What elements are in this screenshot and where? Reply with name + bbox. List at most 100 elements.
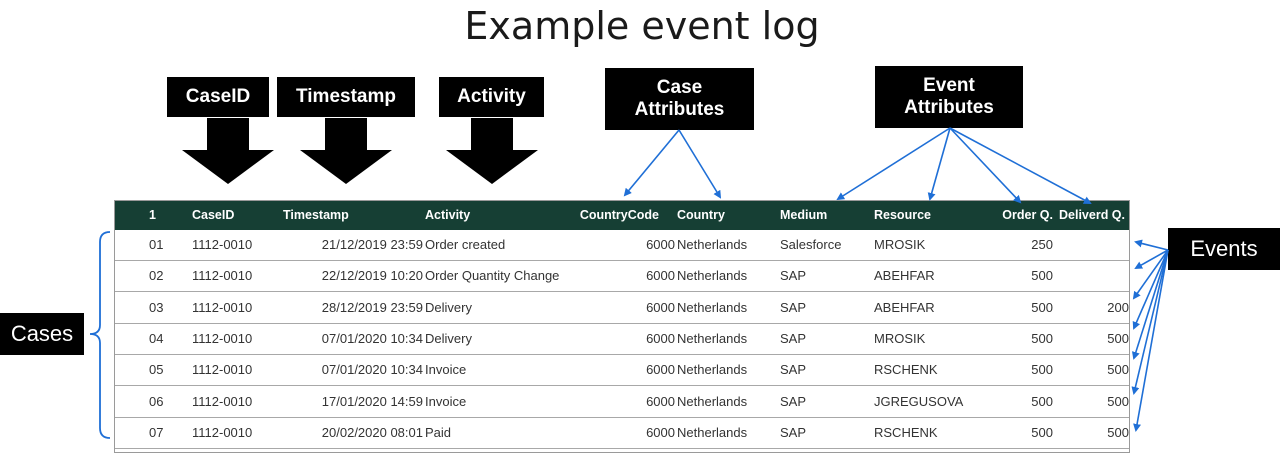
cell-order-qty: 500 xyxy=(1031,268,1053,284)
cell-countrycode: 6000 xyxy=(646,237,675,252)
header-delivered-qty: Deliverd Q. xyxy=(1059,208,1125,222)
cell-resource: MROSIK xyxy=(874,330,926,346)
cell-resource: JGREGUSOVA xyxy=(874,393,964,409)
cell-index: 07 xyxy=(149,424,164,440)
cell-country: Netherlands xyxy=(677,237,748,252)
event-attr-arrow-orderq xyxy=(949,127,1022,204)
cell-caseid: 1112-0010 xyxy=(192,299,253,315)
cell-index: 04 xyxy=(149,330,164,346)
cell-delivered-qty: 500 xyxy=(1107,424,1129,440)
cell-activity: Order created xyxy=(425,237,506,252)
cell-caseid: 1112-0010 xyxy=(192,393,253,409)
cell-timestamp: 28/12/2019 23:59 xyxy=(321,299,423,315)
header-timestamp: Timestamp xyxy=(283,208,349,222)
header-resource: Resource xyxy=(874,208,931,222)
cell-activity: Delivery xyxy=(425,299,472,315)
cell-order-qty: 500 xyxy=(1031,299,1053,315)
cell-order-qty: 500 xyxy=(1031,424,1053,440)
cell-medium: SAP xyxy=(780,299,807,315)
case-attributes-label: Case Attributes xyxy=(605,68,754,130)
cell-resource: RSCHENK xyxy=(874,424,938,440)
header-order-qty: Order Q. xyxy=(1002,208,1053,222)
cell-medium: SAP xyxy=(780,393,807,409)
cell-resource: RSCHENK xyxy=(874,362,938,378)
cell-country: Netherlands xyxy=(677,424,748,440)
cell-activity: Paid xyxy=(425,424,452,440)
table-header-row: 1 CaseID Timestamp Activity CountryCode … xyxy=(115,201,1129,230)
case-attr-arrow-country xyxy=(678,129,722,199)
cell-index: 06 xyxy=(149,393,164,409)
caseid-label: CaseID xyxy=(167,77,269,117)
cell-countrycode: 6000 xyxy=(646,393,675,409)
cell-delivered-qty: 200 xyxy=(1107,299,1129,315)
cases-bracket xyxy=(89,231,111,439)
cell-medium: SAP xyxy=(780,424,807,440)
header-country: Country xyxy=(677,208,725,222)
cell-delivered-qty: 500 xyxy=(1107,362,1129,378)
cell-activity: Order Quantity Change xyxy=(425,268,560,284)
cell-activity: Invoice xyxy=(425,393,467,409)
events-label: Events xyxy=(1168,228,1280,270)
cell-country: Netherlands xyxy=(677,362,748,378)
cell-index: 02 xyxy=(149,268,164,284)
cell-timestamp: 17/01/2020 14:59 xyxy=(321,393,423,409)
event-log-table: 1 CaseID Timestamp Activity CountryCode … xyxy=(114,200,1130,453)
cell-medium: SAP xyxy=(780,268,807,284)
cell-country: Netherlands xyxy=(677,299,748,315)
cell-medium: SAP xyxy=(780,330,807,346)
cell-country: Netherlands xyxy=(677,268,748,284)
cell-medium: SAP xyxy=(780,362,807,378)
cell-countrycode: 6000 xyxy=(646,424,675,440)
header-caseid: CaseID xyxy=(192,208,235,222)
cell-timestamp: 07/01/2020 10:34 xyxy=(321,362,423,378)
cell-delivered-qty: 500 xyxy=(1107,330,1129,346)
cell-timestamp: 22/12/2019 10:20 xyxy=(321,268,423,284)
cell-caseid: 1112-0010 xyxy=(192,268,253,284)
header-activity: Activity xyxy=(425,208,471,222)
cell-order-qty: 500 xyxy=(1031,362,1053,378)
diagram-title: Example event log xyxy=(464,4,820,48)
cell-index: 05 xyxy=(149,362,164,378)
header-countrycode: CountryCode xyxy=(579,208,659,222)
cases-label: Cases xyxy=(0,313,84,355)
cell-countrycode: 6000 xyxy=(646,299,675,315)
event-attr-arrow-deliverq xyxy=(949,127,1092,204)
event-attr-arrow-resource xyxy=(927,127,951,201)
cell-resource: ABEHFAR xyxy=(874,268,935,284)
cell-timestamp: 07/01/2020 10:34 xyxy=(321,330,423,346)
cell-index: 03 xyxy=(149,299,164,315)
cell-caseid: 1112-0010 xyxy=(192,362,253,378)
cell-index: 01 xyxy=(149,237,164,252)
cell-resource: MROSIK xyxy=(874,237,926,252)
cell-country: Netherlands xyxy=(677,393,748,409)
header-index: 1 xyxy=(149,208,156,222)
cell-activity: Delivery xyxy=(425,330,472,346)
timestamp-label: Timestamp xyxy=(277,77,415,117)
case-attr-arrow-countrycode xyxy=(623,129,680,197)
activity-label: Activity xyxy=(439,77,544,117)
cell-activity: Invoice xyxy=(425,362,467,378)
event-attributes-label: Event Attributes xyxy=(875,66,1023,128)
header-medium: Medium xyxy=(780,208,828,222)
cell-caseid: 1112-0010 xyxy=(192,330,253,346)
event-attr-arrow-medium xyxy=(836,127,951,201)
cell-caseid: 1112-0010 xyxy=(192,237,253,252)
cell-timestamp: 21/12/2019 23:59 xyxy=(321,237,423,252)
cell-order-qty: 250 xyxy=(1031,237,1053,252)
cell-order-qty: 500 xyxy=(1031,330,1053,346)
cell-order-qty: 500 xyxy=(1031,393,1053,409)
cell-caseid: 1112-0010 xyxy=(192,424,253,440)
cell-countrycode: 6000 xyxy=(646,330,675,346)
cell-timestamp: 20/02/2020 08:01 xyxy=(321,424,423,440)
cell-countrycode: 6000 xyxy=(646,362,675,378)
cell-medium: Salesforce xyxy=(780,237,842,252)
cell-resource: ABEHFAR xyxy=(874,299,935,315)
